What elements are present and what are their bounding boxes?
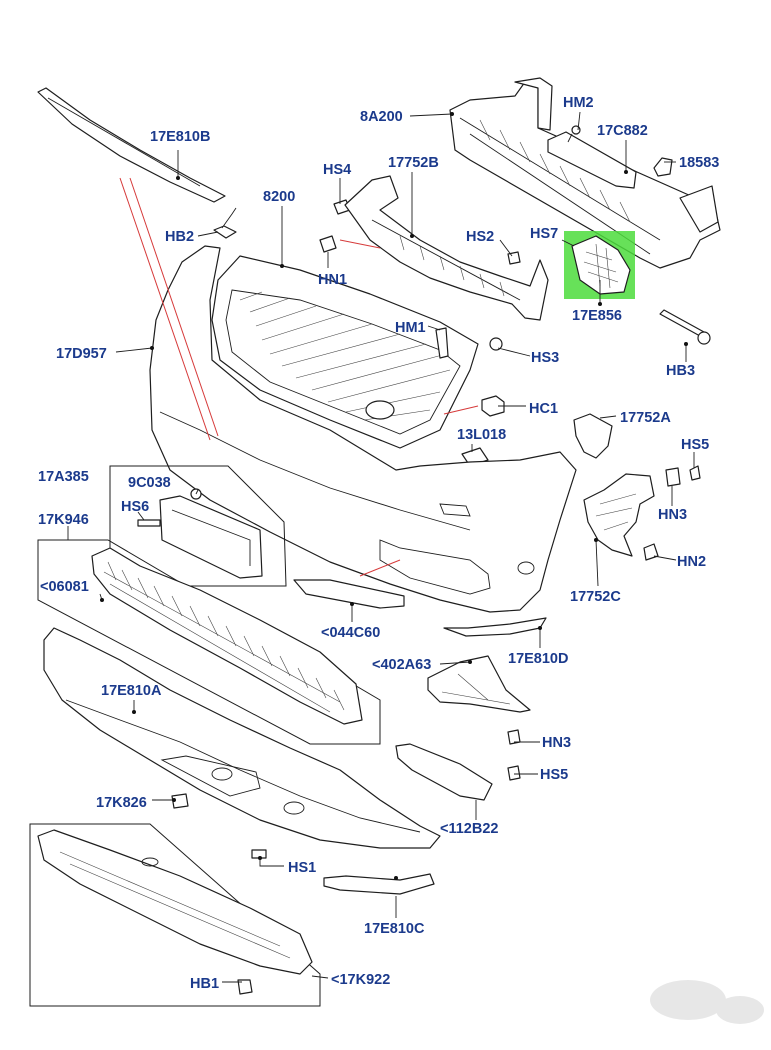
- bumper-cover-17D957: [149, 245, 577, 613]
- label-17752A: 17752A: [620, 410, 671, 426]
- label-HN1: HN1: [318, 272, 347, 288]
- label-9C038: 9C038: [128, 475, 171, 491]
- label-HN3-lower: HN3: [542, 735, 571, 751]
- bolt-HB1: [237, 979, 253, 995]
- nut-HN3-right: [665, 467, 681, 487]
- label-HS7: HS7: [530, 226, 558, 242]
- bumper-beam-8A200: [449, 77, 721, 269]
- label-17E856: 17E856: [572, 308, 622, 324]
- skid-plate-17K922: [37, 829, 313, 975]
- label-402A63: <402A63: [372, 657, 431, 673]
- label-17D957: 17D957: [56, 346, 107, 362]
- label-18583: 18583: [679, 155, 719, 171]
- red-reference-lines: [119, 177, 479, 577]
- label-13L018: 13L018: [457, 427, 506, 443]
- label-HB3: HB3: [666, 363, 695, 379]
- bracket-17752B: [344, 175, 549, 321]
- label-17K922: <17K922: [331, 972, 390, 988]
- label-HS1: HS1: [288, 860, 316, 876]
- label-8A200: 8A200: [360, 109, 403, 125]
- bolt-HS3: [489, 337, 503, 351]
- label-17C882: 17C882: [597, 123, 648, 139]
- label-044C60: <044C60: [321, 625, 380, 641]
- label-HS5-lower: HS5: [540, 767, 568, 783]
- label-112B22: <112B22: [440, 821, 498, 837]
- label-17E810A: 17E810A: [101, 683, 162, 699]
- bracket-402A63: [427, 655, 531, 713]
- label-17E810D: 17E810D: [508, 651, 568, 667]
- nut-HN2: [643, 543, 659, 561]
- label-17752C: 17752C: [570, 589, 621, 605]
- lower-grille-06081: [91, 547, 363, 725]
- bracket-17752A: [573, 413, 613, 459]
- trim-044C60: [293, 579, 405, 609]
- undertray-17E810A: [43, 627, 441, 849]
- bolt-HS5-lower: [507, 765, 521, 781]
- box-17K946: [37, 539, 381, 745]
- label-HB2: HB2: [165, 229, 194, 245]
- part-labels: 17E810B 8A200 HM2 17C882 18583 HS4 17752…: [38, 95, 719, 992]
- label-HS3: HS3: [531, 350, 559, 366]
- bolt-HS5-right: [689, 465, 701, 481]
- trim-strip-17E810C: [323, 873, 435, 895]
- trim-strip-112B22: [395, 743, 493, 801]
- label-HM2: HM2: [563, 95, 594, 111]
- label-17A385: 17A385: [38, 469, 89, 485]
- leader-lines: [67, 111, 695, 983]
- part-HC1: [481, 395, 505, 417]
- label-HB1: HB1: [190, 976, 219, 992]
- screw-HS6: [137, 519, 161, 527]
- label-17E810C: 17E810C: [364, 921, 425, 937]
- bolt-HB2: [213, 207, 237, 239]
- bracket-17752C: [583, 473, 655, 557]
- label-HN3-right: HN3: [658, 507, 687, 523]
- plate-bracket-17A385: [159, 495, 263, 579]
- bolt-HB3: [659, 309, 711, 345]
- label-17752B: 17752B: [388, 155, 439, 171]
- foam-block-17C882: [547, 131, 637, 189]
- label-HM1: HM1: [395, 320, 426, 336]
- screw-HS1: [251, 849, 267, 859]
- label-HS4: HS4: [323, 162, 351, 178]
- label-HS6: HS6: [121, 499, 149, 515]
- trim-strip-17E810B: [37, 87, 226, 203]
- label-8200: 8200: [263, 189, 295, 205]
- nut-HN1: [319, 235, 337, 253]
- label-17K826: 17K826: [96, 795, 147, 811]
- label-HS2: HS2: [466, 229, 494, 245]
- background-smudge: [650, 980, 764, 1024]
- part-18583: [653, 157, 673, 177]
- label-17E810B: 17E810B: [150, 129, 210, 145]
- grille-8200: [211, 255, 479, 449]
- trim-strip-17E810D: [443, 617, 547, 637]
- label-06081: <06081: [40, 579, 89, 595]
- label-17K946: 17K946: [38, 512, 89, 528]
- label-HS5-right: HS5: [681, 437, 709, 453]
- label-HN2: HN2: [677, 554, 706, 570]
- part-17K826: [171, 793, 189, 809]
- label-HC1: HC1: [529, 401, 558, 417]
- box-17K922: [29, 823, 321, 1007]
- clip-HM1: [435, 327, 449, 359]
- bracket-17E856: [571, 235, 631, 295]
